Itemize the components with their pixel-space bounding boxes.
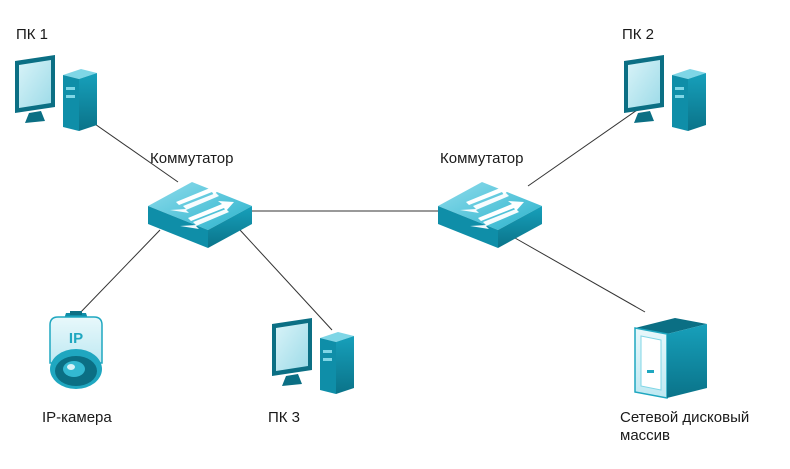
link-switch1-pc3 — [239, 229, 333, 331]
nas-label: Сетевой дисковый массив — [620, 409, 750, 444]
camera-badge-text: IP — [69, 330, 83, 347]
switch-2-label: Коммутатор — [440, 150, 524, 167]
link-switch1-camera — [77, 229, 161, 316]
pc-1-icon — [15, 55, 97, 131]
link-pc1-switch1 — [91, 121, 179, 183]
links — [77, 107, 646, 331]
switch-1-label: Коммутатор — [150, 150, 234, 167]
link-switch2-pc2 — [527, 107, 641, 187]
ip-camera-label: IP-камера — [42, 409, 112, 426]
ip-camera-icon: IP — [49, 311, 103, 389]
nas-icon — [634, 318, 707, 399]
pc-3-label: ПК 3 — [268, 409, 301, 426]
switch-2-icon — [438, 182, 542, 248]
switch-1-icon — [148, 182, 252, 248]
pc-1-label: ПК 1 — [16, 26, 49, 43]
pc-3-icon — [272, 318, 354, 394]
link-switch2-nas — [514, 237, 646, 313]
pc-2-label: ПК 2 — [622, 26, 655, 43]
pc-2-icon — [624, 55, 706, 131]
